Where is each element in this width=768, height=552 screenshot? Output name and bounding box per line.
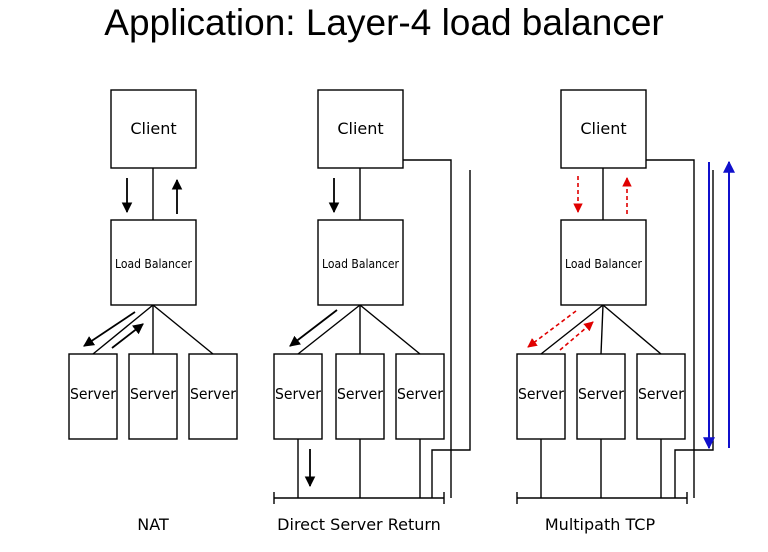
load-balancer-label: Load Balancer	[322, 257, 399, 271]
server-box	[188, 353, 238, 440]
lb-server-link	[602, 304, 662, 355]
server-box	[128, 353, 178, 440]
lb-server-link	[297, 304, 361, 355]
server-label: Server	[70, 385, 117, 403]
server-box	[576, 353, 626, 440]
server-label: Server	[638, 385, 685, 403]
panel-caption: NAT	[137, 515, 169, 534]
panel-caption: Direct Server Return	[277, 515, 441, 534]
forward-arrow	[83, 311, 136, 347]
server-label: Server	[397, 385, 444, 403]
panel-multipath-tcp: Client Load Balancer Server Server Serve…	[516, 89, 735, 534]
bus-uplink	[674, 170, 714, 498]
subflow-return-arrow	[559, 321, 594, 351]
server-label: Server	[130, 385, 177, 403]
client-box	[110, 89, 197, 169]
load-balancer-box	[560, 219, 647, 306]
client-uplink	[403, 159, 452, 498]
lb-server-link	[600, 304, 604, 355]
lb-server-link	[152, 304, 214, 355]
lb-server-link	[359, 304, 421, 355]
load-balancer-label: Load Balancer	[115, 257, 192, 271]
return-arrow	[111, 323, 144, 349]
forward-arrow	[289, 309, 338, 347]
server-box	[395, 353, 445, 440]
subflow-forward-arrow	[527, 310, 577, 348]
client-box	[560, 89, 647, 169]
server-box	[335, 353, 385, 440]
load-balancer-box	[110, 219, 197, 306]
server-box	[516, 353, 566, 440]
client-label: Client	[580, 119, 626, 138]
bus-uplink	[431, 170, 471, 498]
panel-direct-server-return: Client Load Balancer Server Server Serve…	[273, 89, 471, 534]
server-label: Server	[578, 385, 625, 403]
load-balancer-box	[317, 219, 404, 306]
client-label: Client	[337, 119, 383, 138]
server-box	[636, 353, 686, 440]
server-label: Server	[337, 385, 384, 403]
server-label: Server	[190, 385, 237, 403]
client-box	[317, 89, 404, 169]
slide-title: Application: Layer-4 load balancer	[104, 2, 664, 43]
panel-caption: Multipath TCP	[545, 515, 656, 534]
lb-server-link	[540, 304, 604, 355]
server-box	[68, 353, 118, 440]
server-label: Server	[275, 385, 322, 403]
server-label: Server	[518, 385, 565, 403]
lb-server-link	[92, 304, 154, 355]
load-balancer-label: Load Balancer	[565, 257, 642, 271]
panel-nat: Client Load Balancer Server Server Serve…	[68, 89, 238, 534]
client-uplink	[646, 159, 695, 498]
client-label: Client	[130, 119, 176, 138]
